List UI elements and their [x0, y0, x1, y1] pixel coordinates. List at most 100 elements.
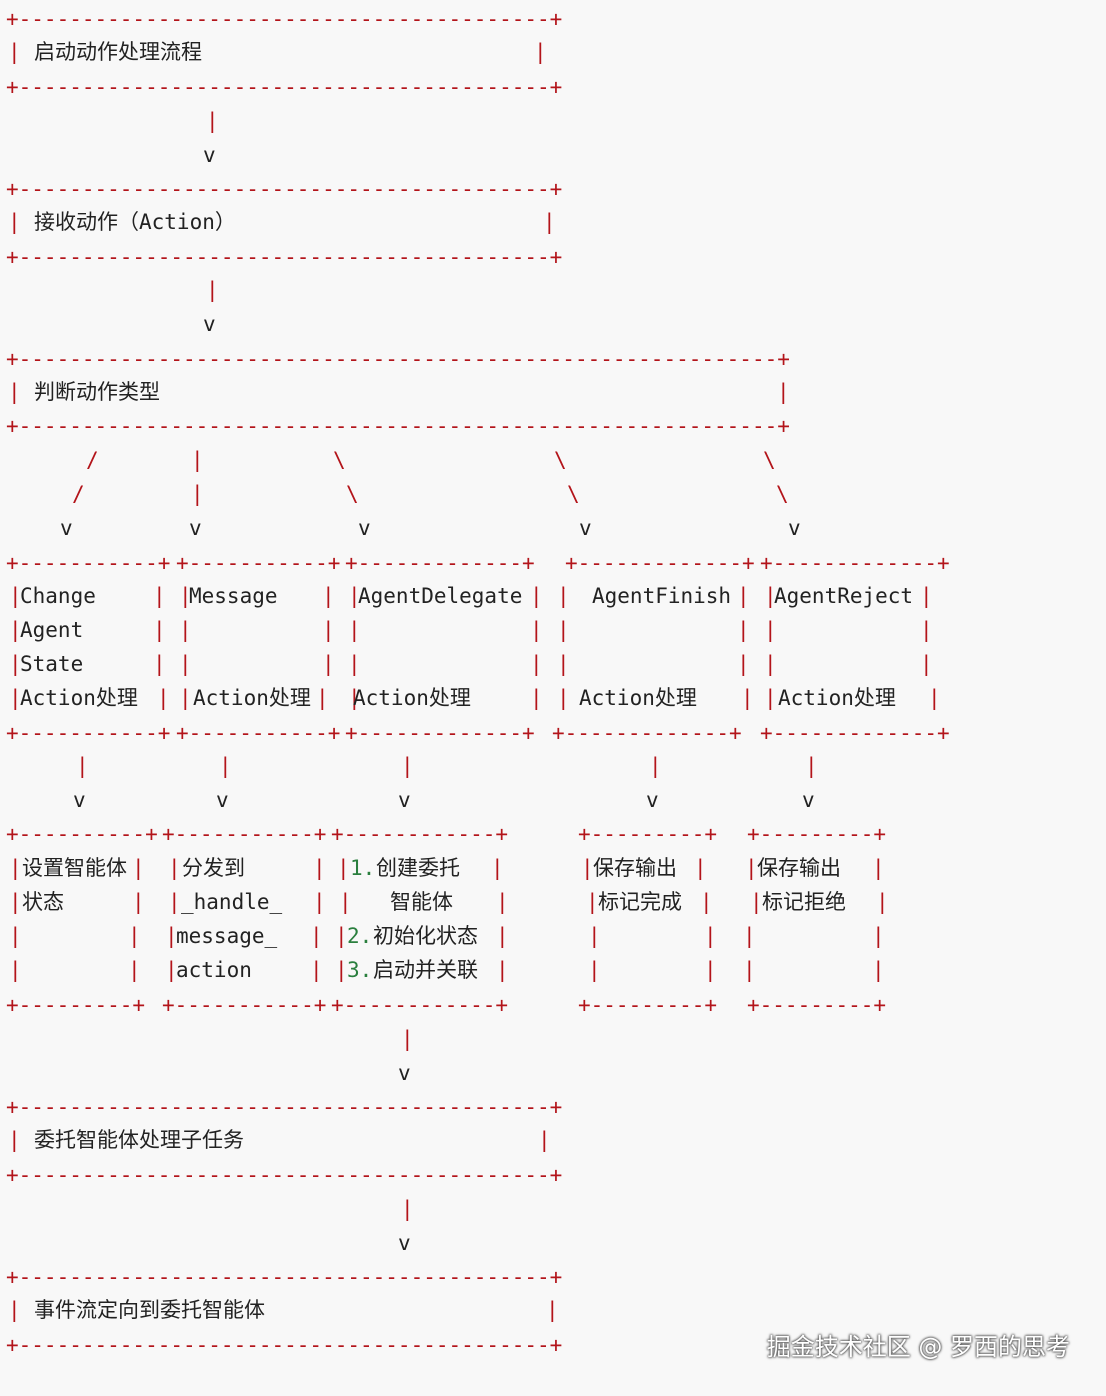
result-box-border: +---------+	[578, 993, 718, 1017]
branch-message-line: Action处理	[193, 686, 311, 710]
box-edge: |	[339, 890, 352, 914]
arrow-shaft: |	[219, 754, 232, 778]
box-border: +---------------------------------------…	[6, 7, 563, 31]
result-delegate-num: 1.	[350, 856, 376, 880]
box-edge: |	[132, 890, 145, 914]
branch-box-edge: |	[928, 686, 941, 710]
box-edge: |	[872, 924, 885, 948]
result-box-border: +---------+	[747, 993, 887, 1017]
branch-box-edge: |	[348, 584, 361, 608]
box-edge: |	[743, 924, 756, 948]
branch-box-edge: |	[179, 618, 192, 642]
branch-box-edge: |	[348, 618, 361, 642]
arrow-shaft: |	[401, 1027, 414, 1051]
result-box-border: +-----------+	[162, 993, 327, 1017]
branch-box-edge: |	[322, 652, 335, 676]
box-edge: |	[588, 924, 601, 948]
result-delegate-num: 3.	[347, 958, 373, 982]
box-edge: |	[546, 1298, 559, 1322]
branch-box-edge: |	[764, 618, 777, 642]
branch-box-edge: |	[179, 652, 192, 676]
box-edge: |	[8, 1128, 21, 1152]
arrow-shaft: |	[649, 754, 662, 778]
branch-line: \	[567, 482, 580, 506]
box-edge: |	[496, 890, 509, 914]
box-edge: |	[165, 924, 178, 948]
box-edge: |	[588, 958, 601, 982]
step-delegate-sub-label: 委托智能体处理子任务	[34, 1128, 244, 1152]
result-finish-line: 标记完成	[598, 890, 682, 914]
box-border: +---------------------------------------…	[6, 245, 563, 269]
branch-change_agent_state-line: Change	[20, 584, 96, 608]
box-border: +---------------------------------------…	[6, 1333, 563, 1357]
box-edge: |	[9, 890, 22, 914]
box-edge: |	[700, 890, 713, 914]
box-edge: |	[496, 958, 509, 982]
arrow-shaft: |	[76, 754, 89, 778]
box-edge: |	[745, 856, 758, 880]
box-edge: |	[586, 890, 599, 914]
branch-line: /	[72, 482, 85, 506]
branch-agent_reject-line: Action处理	[778, 686, 896, 710]
box-edge: |	[310, 924, 323, 948]
result-reject-line: 保存输出	[757, 856, 841, 880]
watermark: 掘金技术社区 @ 罗西的思考	[766, 1333, 1070, 1361]
arrow-shaft: |	[401, 1197, 414, 1221]
box-edge: |	[704, 958, 717, 982]
branch-box-border: +-------------+	[760, 721, 950, 745]
branch-box-border: +-----------+	[176, 721, 341, 745]
box-edge: |	[8, 210, 21, 234]
branch-agent_finish-line: AgentFinish	[592, 584, 732, 608]
box-edge: |	[168, 856, 181, 880]
arrow-shaft: |	[206, 278, 219, 302]
box-border: +---------------------------------------…	[6, 1163, 563, 1187]
result-box-border: +---------+	[6, 993, 146, 1017]
branch-box-edge: |	[153, 584, 166, 608]
result-reject-line: 标记拒绝	[762, 890, 846, 914]
step-redirect-label: 事件流定向到委托智能体	[34, 1298, 265, 1322]
box-edge: |	[581, 856, 594, 880]
branch-box-edge: |	[764, 686, 777, 710]
box-edge: |	[750, 890, 763, 914]
box-border: +---------------------------------------…	[6, 347, 790, 371]
branch-box-edge: |	[179, 686, 192, 710]
branch-box-edge: |	[530, 652, 543, 676]
step-judge-label: 判断动作类型	[34, 380, 160, 404]
box-edge: |	[9, 924, 22, 948]
box-edge: |	[335, 924, 348, 948]
branch-box-border: +-------------+	[565, 551, 755, 575]
box-edge: |	[313, 890, 326, 914]
result-set-state-line: 设置智能体	[22, 856, 127, 880]
box-border: +---------------------------------------…	[6, 1265, 563, 1289]
box-edge: |	[496, 924, 509, 948]
branch-box-edge: |	[741, 686, 754, 710]
branch-box-edge: |	[157, 686, 170, 710]
branch-box-edge: |	[530, 686, 543, 710]
branch-agent_delegate-line: Action处理	[353, 686, 471, 710]
branch-line: \	[776, 482, 789, 506]
branch-box-edge: |	[348, 652, 361, 676]
branch-line: |	[191, 482, 204, 506]
arrow-head: v	[646, 788, 659, 812]
branch-box-edge: |	[920, 618, 933, 642]
branch-box-edge: |	[764, 584, 777, 608]
box-edge: |	[335, 958, 348, 982]
branch-box-edge: |	[764, 652, 777, 676]
box-edge: |	[132, 856, 145, 880]
branch-box-edge: |	[737, 652, 750, 676]
box-edge: |	[310, 958, 323, 982]
box-edge: |	[872, 856, 885, 880]
branch-box-edge: |	[9, 584, 22, 608]
branch-line: \	[333, 448, 346, 472]
box-edge: |	[128, 924, 141, 948]
branch-box-border: +-----------+	[176, 551, 341, 575]
arrow-head: v	[60, 516, 73, 540]
box-edge: |	[538, 1128, 551, 1152]
box-edge: |	[128, 958, 141, 982]
branch-box-border: +-------------+	[345, 721, 535, 745]
branch-box-edge: |	[737, 618, 750, 642]
arrow-head: v	[358, 516, 371, 540]
result-delegate-line: 智能体	[390, 890, 453, 914]
branch-agent_finish-line: Action处理	[579, 686, 697, 710]
branch-line: /	[86, 448, 99, 472]
